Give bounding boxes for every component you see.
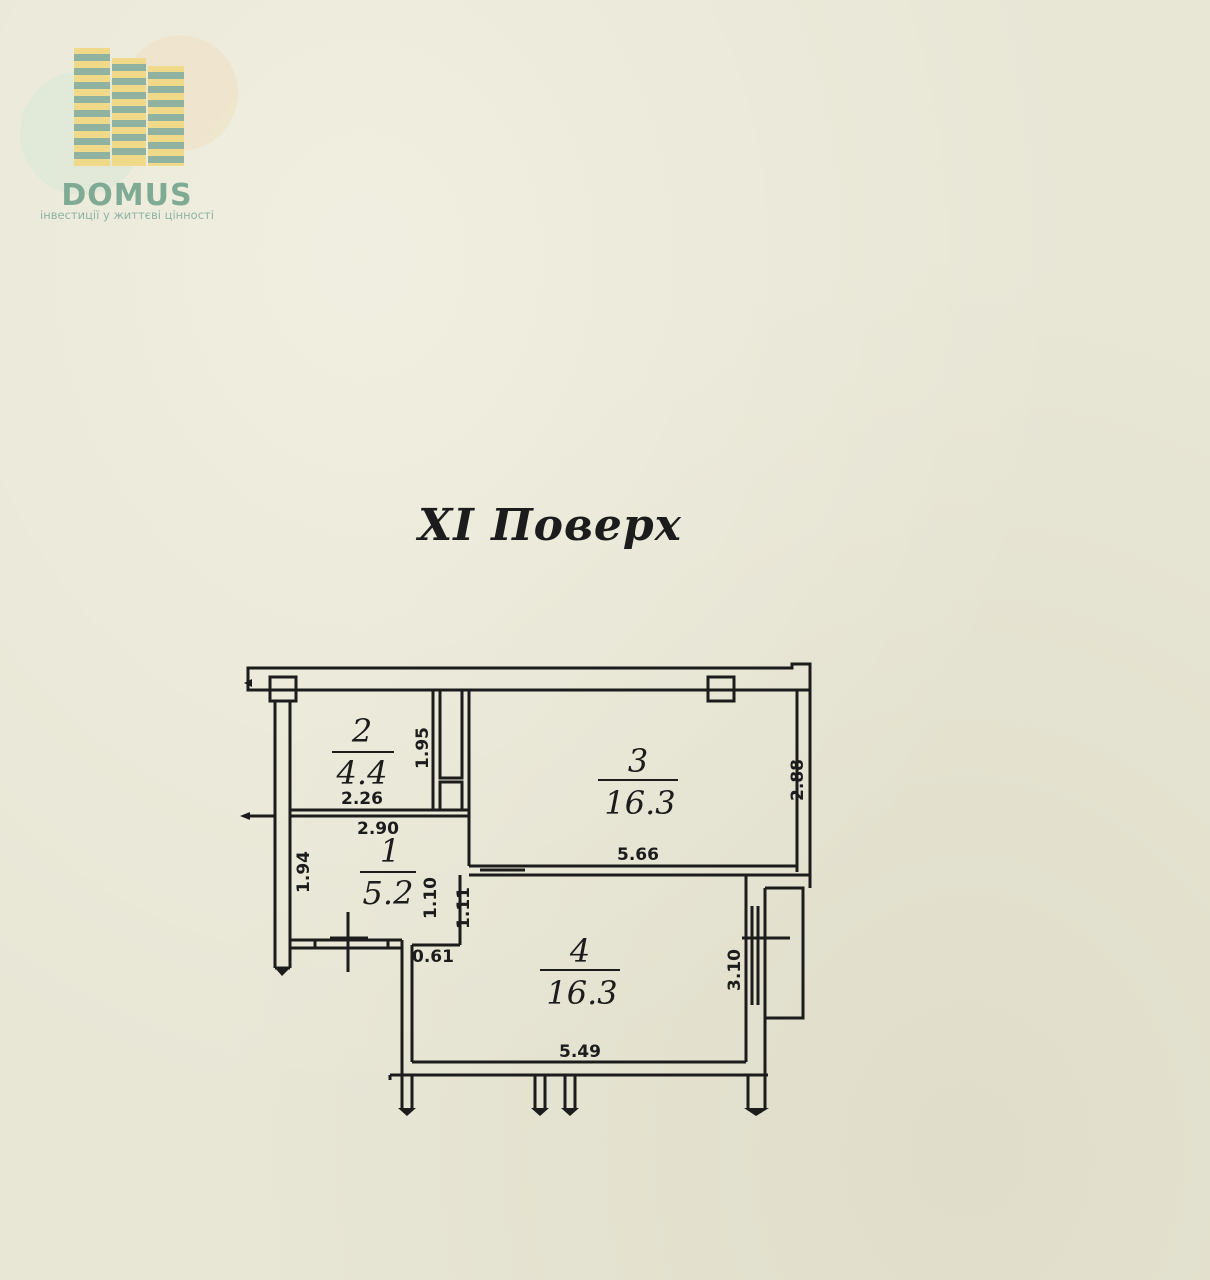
column-right (706, 675, 736, 703)
stub-mid-left (533, 1075, 547, 1108)
domus-logo (10, 18, 240, 228)
room2-area: 4.4 (336, 754, 388, 792)
shaft-upper (438, 688, 464, 780)
room2-number: 2 (351, 712, 372, 750)
logo-wordmark: DOMUS (61, 178, 193, 213)
dim-room1-width: 2.90 (357, 819, 399, 839)
column-left (268, 675, 298, 703)
dim-corridor: 1.11 (454, 887, 474, 929)
stub-mid-right (563, 1075, 577, 1108)
door-1-jambs (313, 940, 390, 948)
dim-room4-offset: 0.61 (412, 947, 454, 967)
dim-room1-inner: 1.10 (421, 877, 441, 919)
dim-room4-height: 3.10 (725, 949, 745, 991)
dim-room2-width: 2.26 (341, 789, 383, 809)
wall-arrows (240, 679, 769, 1116)
dim-room3-width: 5.66 (617, 845, 659, 865)
room4-number: 4 (569, 932, 590, 970)
dim-room3-height: 2.88 (788, 759, 808, 801)
room4-area: 16.3 (546, 974, 617, 1012)
shaft-lower (438, 780, 464, 812)
domus-logo-buildings (20, 35, 238, 195)
room4-window (750, 906, 760, 1005)
logo-tagline: інвестиції у життєві цінності (40, 208, 214, 222)
floor-title: XI Поверх (418, 500, 682, 551)
stub-left (400, 1075, 414, 1108)
stub-right (746, 1075, 767, 1108)
room3-area: 16.3 (604, 784, 675, 822)
balcony (765, 886, 805, 1020)
room1-area: 5.2 (363, 874, 414, 912)
dim-room1-height: 1.94 (294, 851, 314, 893)
room3-number: 3 (628, 742, 648, 780)
dim-room4-width: 5.49 (559, 1042, 601, 1062)
room1-number: 1 (380, 832, 400, 870)
dim-room2-height: 1.95 (413, 727, 433, 769)
